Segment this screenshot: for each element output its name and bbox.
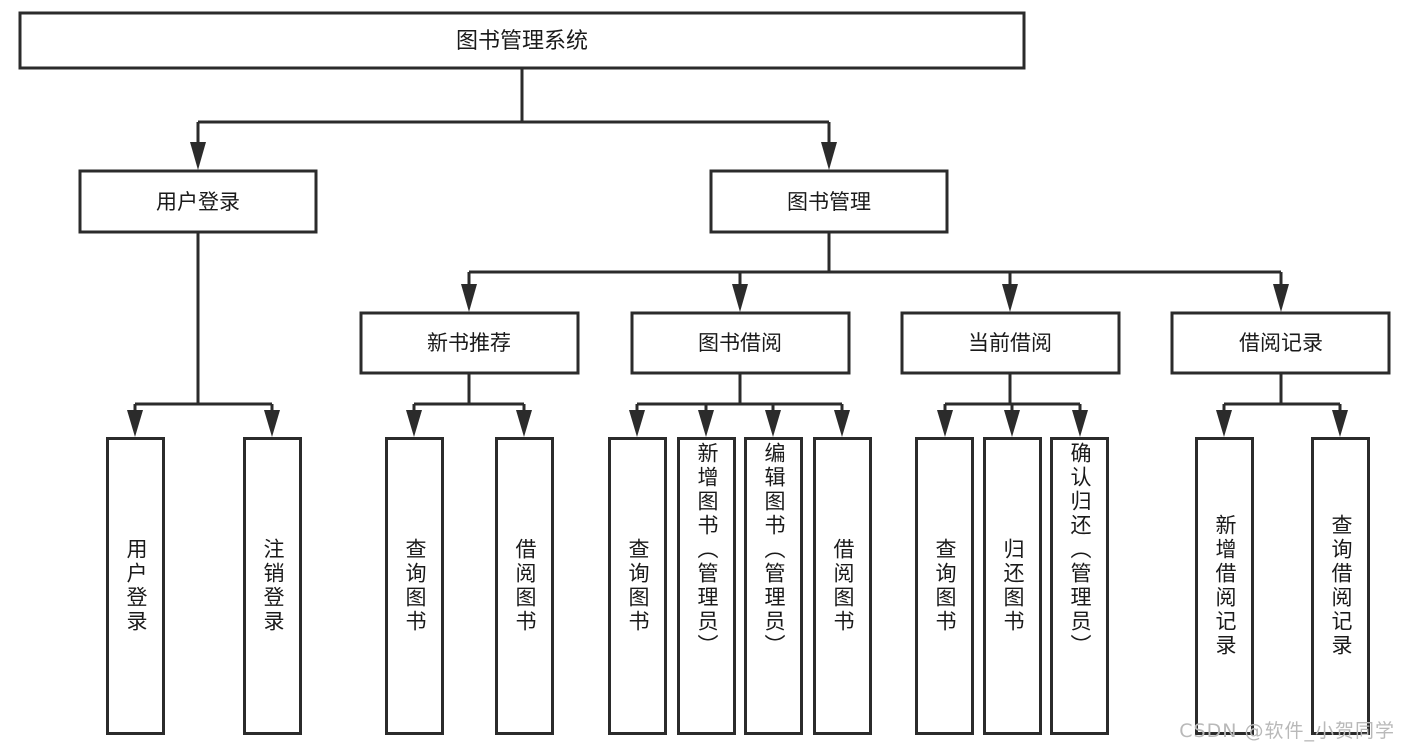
arrow-current-leaf3: [1072, 410, 1088, 437]
leaf-user-login-label: 用户登录: [124, 538, 148, 634]
leaf-current-confirm-return-admin-label: 确认归还（管理员）: [1068, 442, 1092, 658]
arrow-login-leaf2: [264, 410, 280, 437]
node-book-management[interactable]: 图书管理: [709, 169, 949, 234]
node-current-borrow-label: 当前借阅: [968, 331, 1052, 355]
leaf-borrow-borrow-book-label: 借阅图书: [831, 538, 855, 634]
node-book-borrow-label: 图书借阅: [698, 331, 782, 355]
leaf-logout-label: 注销登录: [261, 538, 285, 634]
leaf-borrow-add-book-admin[interactable]: 新增图书（管理员）: [677, 437, 736, 735]
connector-group-book-borrow: [629, 373, 850, 437]
leaf-borrow-borrow-book[interactable]: 借阅图书: [813, 437, 872, 735]
arrow-root-to-login: [190, 142, 206, 170]
arrow-bookmgmt-to-n2: [732, 284, 748, 312]
node-current-borrow[interactable]: 当前借阅: [900, 311, 1121, 375]
arrow-record-leaf1: [1216, 410, 1232, 437]
leaf-record-add-record-label: 新增借阅记录: [1213, 514, 1237, 658]
node-book-management-rect[interactable]: [709, 169, 949, 234]
connector-group-new-book: [406, 373, 532, 437]
connector-group-borrow-record: [1216, 373, 1348, 437]
node-new-book-recommend-label: 新书推荐: [427, 331, 511, 355]
leaf-current-query-book-label: 查询图书: [933, 538, 957, 634]
node-user-login[interactable]: 用户登录: [78, 169, 318, 234]
leaf-borrow-query-book[interactable]: 查询图书: [608, 437, 667, 735]
arrow-bookmgmt-to-n1: [461, 284, 477, 312]
leaf-record-query-record-label: 查询借阅记录: [1329, 514, 1353, 658]
node-book-borrow[interactable]: 图书借阅: [630, 311, 851, 375]
arrow-newbook-leaf1: [406, 410, 422, 437]
node-root[interactable]: 图书管理系统: [18, 11, 1026, 70]
arrow-current-leaf2: [1004, 410, 1020, 437]
node-root-rect[interactable]: [18, 11, 1026, 70]
arrow-root-to-bookmgmt: [821, 142, 837, 170]
leaf-borrow-query-book-label: 查询图书: [626, 538, 650, 634]
leaf-borrow-add-book-admin-label: 新增图书（管理员）: [695, 442, 719, 658]
node-borrow-record[interactable]: 借阅记录: [1170, 311, 1391, 375]
leaf-user-login[interactable]: 用户登录: [106, 437, 165, 735]
leaf-borrow-edit-book-admin-label: 编辑图书（管理员）: [762, 442, 786, 658]
node-new-book-recommend[interactable]: 新书推荐: [359, 311, 580, 375]
leaf-newbook-query-book-label: 查询图书: [403, 538, 427, 634]
node-user-login-rect[interactable]: [78, 169, 318, 234]
arrow-borrow-leaf4: [834, 410, 850, 437]
arrow-borrow-leaf3: [765, 410, 781, 437]
leaf-current-query-book[interactable]: 查询图书: [915, 437, 974, 735]
node-borrow-record-label: 借阅记录: [1239, 331, 1323, 355]
leaf-record-query-record[interactable]: 查询借阅记录: [1311, 437, 1370, 735]
node-borrow-record-rect[interactable]: [1170, 311, 1391, 375]
node-current-borrow-rect[interactable]: [900, 311, 1121, 375]
arrow-record-leaf2: [1332, 410, 1348, 437]
node-root-label: 图书管理系统: [456, 29, 588, 54]
arrow-borrow-leaf2: [698, 410, 714, 437]
leaf-logout[interactable]: 注销登录: [243, 437, 302, 735]
node-user-login-label: 用户登录: [156, 190, 240, 214]
connector-group-user-login: [127, 232, 280, 437]
node-book-management-label: 图书管理: [787, 190, 871, 214]
leaf-newbook-borrow-book[interactable]: 借阅图书: [495, 437, 554, 735]
arrow-borrow-leaf1: [629, 410, 645, 437]
arrow-bookmgmt-to-n3: [1002, 284, 1018, 312]
connector-group-current-borrow: [937, 373, 1088, 437]
leaf-record-add-record[interactable]: 新增借阅记录: [1195, 437, 1254, 735]
leaf-borrow-edit-book-admin[interactable]: 编辑图书（管理员）: [744, 437, 803, 735]
leaf-current-confirm-return-admin[interactable]: 确认归还（管理员）: [1050, 437, 1109, 735]
node-book-borrow-rect[interactable]: [630, 311, 851, 375]
arrow-current-leaf1: [937, 410, 953, 437]
leaf-newbook-borrow-book-label: 借阅图书: [513, 538, 537, 634]
connector-group-book-management: [461, 232, 1289, 312]
arrow-newbook-leaf2: [516, 410, 532, 437]
node-new-book-recommend-rect[interactable]: [359, 311, 580, 375]
arrow-bookmgmt-to-n4: [1273, 284, 1289, 312]
arrow-login-leaf1: [127, 410, 143, 437]
leaf-newbook-query-book[interactable]: 查询图书: [385, 437, 444, 735]
connector-group-root: [190, 68, 837, 170]
leaf-current-return-book-label: 归还图书: [1001, 538, 1025, 634]
leaf-current-return-book[interactable]: 归还图书: [983, 437, 1042, 735]
